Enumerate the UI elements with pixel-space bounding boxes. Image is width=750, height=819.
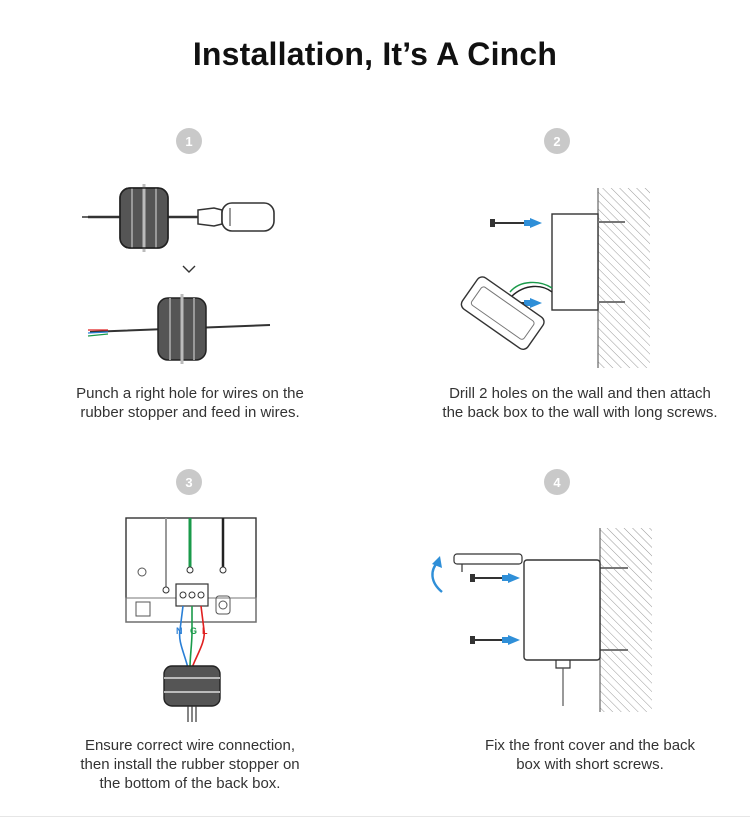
terminal-block-icon: [175, 583, 209, 607]
wire-with-stopper-icon: [87, 294, 271, 364]
step-4-badge: 4: [544, 469, 570, 495]
step-2-illustration: [460, 188, 650, 368]
caption-line: box with short screws.: [516, 756, 664, 773]
caption-line: Punch a right hole for wires on the: [76, 385, 304, 402]
rubber-stopper-icon: [163, 665, 221, 707]
caption-line: the bottom of the back box.: [99, 775, 281, 792]
caption-line: the back box to the wall with long screw…: [442, 404, 718, 421]
terminal-label-g: G: [190, 626, 197, 636]
arrow-right-icon: [508, 635, 520, 645]
front-cover-icon: [453, 553, 523, 572]
back-box-icon: [551, 213, 599, 311]
wall-icon: [599, 528, 652, 712]
step-3-caption: Ensure correct wire connection, then ins…: [40, 736, 340, 793]
screw-icon: [470, 636, 504, 644]
step-3-illustration: N G L: [125, 517, 257, 722]
caption-line: Drill 2 holes on the wall and then attac…: [449, 385, 711, 402]
step-4-caption: Fix the front cover and the back box wit…: [430, 736, 750, 774]
step-2-badge: 2: [544, 128, 570, 154]
arrow-right-icon: [508, 573, 520, 583]
wall-icon: [597, 188, 650, 368]
terminal-label-l: L: [202, 626, 208, 636]
back-box-icon: [523, 559, 601, 661]
rubber-stopper-icon: [119, 184, 169, 252]
step-2-caption: Drill 2 holes on the wall and then attac…: [420, 384, 740, 422]
step-1-badge: 1: [176, 128, 202, 154]
arrow-right-icon: [530, 298, 542, 308]
step-1-caption: Punch a right hole for wires on the rubb…: [40, 384, 340, 422]
rotate-arrow-icon: [431, 556, 443, 593]
step-1-illustration: [82, 184, 275, 364]
bottom-divider: [0, 816, 750, 817]
caption-line: Ensure correct wire connection,: [84, 737, 296, 754]
page-title: Installation, It’s A Cinch: [192, 36, 558, 72]
chevron-down-icon: [182, 265, 196, 273]
arrow-right-icon: [530, 218, 542, 228]
screw-icon: [470, 574, 504, 582]
caption-line: then install the rubber stopper on: [80, 756, 300, 773]
screwdriver-icon: [82, 202, 275, 232]
terminal-label-n: N: [176, 626, 183, 636]
front-cover-icon: [460, 276, 545, 350]
step-3-badge: 3: [176, 469, 202, 495]
caption-line: rubber stopper and feed in wires.: [80, 404, 300, 421]
step-4-illustration: [431, 528, 652, 712]
caption-line: Fix the front cover and the back: [484, 737, 696, 754]
